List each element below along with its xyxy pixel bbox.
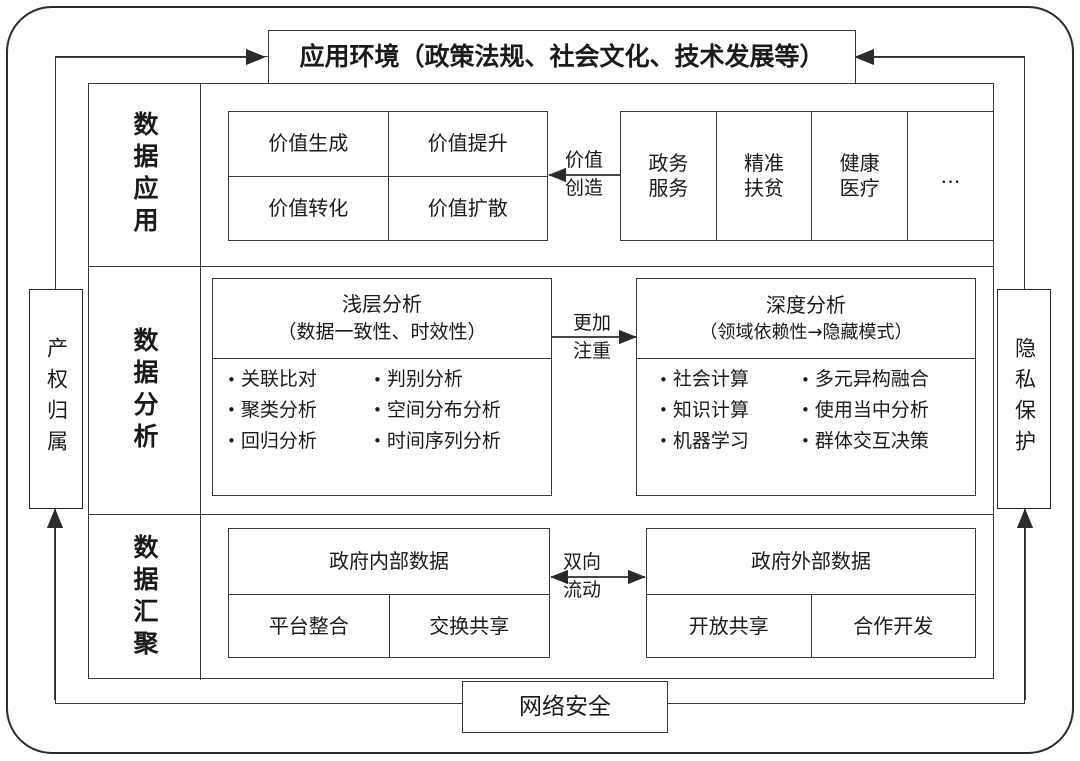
- shallow-analysis-box: 浅层分析 （数据一致性、时效性） 关联比对 判别分析 聚类分析 空间分布分析 回…: [212, 278, 552, 496]
- scenario-government-service: 政务 服务: [648, 151, 689, 200]
- list-item: 判别分析: [373, 368, 541, 392]
- application-scenarios: 政务 服务 精准 扶贫 健康 医疗 …: [620, 111, 994, 241]
- value-cell-enhancement: 价值提升: [387, 112, 548, 176]
- list-item: 时间序列分析: [373, 430, 541, 454]
- list-item: 使用当中分析: [801, 399, 965, 423]
- list-item: 回归分析: [227, 430, 357, 454]
- label-bidirectional-flow: 双向 流动: [562, 551, 601, 601]
- scenario-more-ellipsis: …: [907, 112, 993, 240]
- row-label-data-analysis: 数据分析: [89, 267, 201, 514]
- internal-government-data-box: 政府内部数据 平台整合 交换共享: [228, 528, 550, 658]
- row-label-data-application: 数据应用: [89, 84, 201, 266]
- list-item: 关联比对: [227, 368, 357, 392]
- network-security-box: 网络安全: [462, 681, 668, 733]
- external-data-title: 政府外部数据: [647, 529, 975, 595]
- external-subitem-cooperative-development: 合作开发: [810, 595, 976, 657]
- row-data-aggregation: 数据汇聚: [89, 515, 993, 680]
- deep-analysis-items: 社会计算 多元异构融合 知识计算 使用当中分析 机器学习 群体交互决策: [637, 359, 975, 461]
- list-item: 空间分布分析: [373, 399, 541, 423]
- row-data-application: 数据应用: [89, 84, 993, 267]
- external-government-data-box: 政府外部数据 开放共享 合作开发: [646, 528, 976, 658]
- list-item: 聚类分析: [227, 399, 357, 423]
- value-cell-transformation: 价值转化: [268, 195, 349, 220]
- internal-data-subitems: 平台整合 交换共享: [229, 595, 549, 657]
- internal-subitem-exchange-sharing: 交换共享: [388, 595, 550, 657]
- shallow-analysis-items: 关联比对 判别分析 聚类分析 空间分布分析 回归分析 时间序列分析: [213, 359, 551, 461]
- deep-analysis-header: 深度分析 （领域依赖性→隐藏模式）: [637, 279, 975, 359]
- external-data-subitems: 开放共享 合作开发: [647, 595, 975, 657]
- value-matrix: 价值生成 价值提升 价值转化 价值扩散: [228, 111, 548, 241]
- internal-data-title: 政府内部数据: [229, 529, 549, 595]
- scenario-health-medical: 健康 医疗: [811, 112, 907, 240]
- internal-subitem-platform-integration: 平台整合: [268, 613, 349, 638]
- shallow-analysis-header: 浅层分析 （数据一致性、时效性）: [213, 279, 551, 359]
- list-item: 群体交互决策: [801, 430, 965, 454]
- deep-analysis-box: 深度分析 （领域依赖性→隐藏模式） 社会计算 多元异构融合 知识计算 使用当中分…: [636, 278, 976, 496]
- value-cell-diffusion: 价值扩散: [387, 176, 548, 240]
- list-item: 多元异构融合: [801, 368, 965, 392]
- list-item: 社会计算: [659, 368, 785, 392]
- external-subitem-open-sharing: 开放共享: [688, 613, 769, 638]
- list-item: 机器学习: [659, 430, 785, 454]
- application-environment-box: 应用环境（政策法规、社会文化、技术发展等）: [268, 30, 856, 84]
- value-cell-generation: 价值生成: [268, 131, 349, 156]
- list-item: 知识计算: [659, 399, 785, 423]
- scenario-targeted-poverty-alleviation: 精准 扶贫: [715, 112, 812, 240]
- row-data-analysis: 数据分析: [89, 267, 993, 515]
- row-label-data-aggregation: 数据汇聚: [89, 515, 201, 680]
- label-more-emphasis: 更加 注重: [572, 312, 611, 362]
- property-rights-pillar: 产权归属: [29, 289, 83, 509]
- label-value-creation: 价值 创造: [564, 149, 603, 199]
- privacy-protection-pillar: 隐私保护: [997, 289, 1051, 509]
